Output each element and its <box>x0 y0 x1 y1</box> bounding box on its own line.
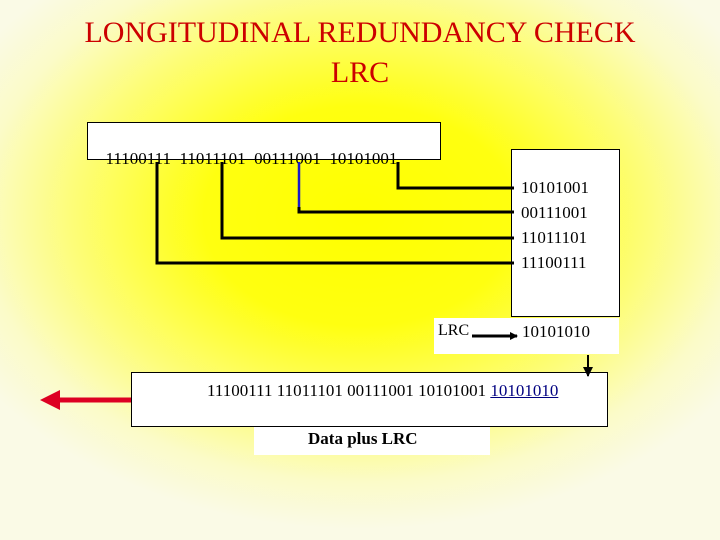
connector-unit3-tail <box>297 207 514 214</box>
page-title: LONGITUDINAL REDUNDANCY CHECK <box>84 16 636 49</box>
output-data-text: 11100111 11011101 00111001 10101001 1010… <box>207 381 558 401</box>
caption-text: Data plus LRC <box>308 429 418 448</box>
stacked-unit-1: 10101001 <box>521 178 589 197</box>
lrc-label: LRC <box>438 322 470 339</box>
caption-box: Data plus LRC <box>254 427 490 455</box>
input-data-box: 11100111 11011101 00111001 10101001 <box>87 122 441 168</box>
stacked-units-box: 10101001 00111001 11011101 11100111 <box>511 149 620 317</box>
output-data-box: 11100111 11011101 00111001 10101001 1010… <box>131 372 608 427</box>
output-lrc-part: 10101010 <box>490 381 559 400</box>
stacked-unit-3: 11011101 <box>521 228 588 247</box>
connector-unit3 <box>297 162 514 214</box>
stacked-unit-4: 11100111 <box>521 253 587 272</box>
stacked-unit-2: 00111001 <box>521 203 588 222</box>
connector-unit1 <box>155 162 514 265</box>
input-data-text: 11100111 11011101 00111001 10101001 <box>105 149 398 168</box>
lrc-result-box: LRC 10101010 <box>434 318 619 354</box>
connector-unit4 <box>396 162 514 190</box>
page-subtitle: LRC <box>330 56 390 89</box>
output-arrow-head <box>40 390 60 410</box>
lrc-value: 10101010 <box>522 322 590 341</box>
output-data-part: 11100111 11011101 00111001 10101001 <box>207 381 491 400</box>
connector-unit2 <box>220 162 514 240</box>
